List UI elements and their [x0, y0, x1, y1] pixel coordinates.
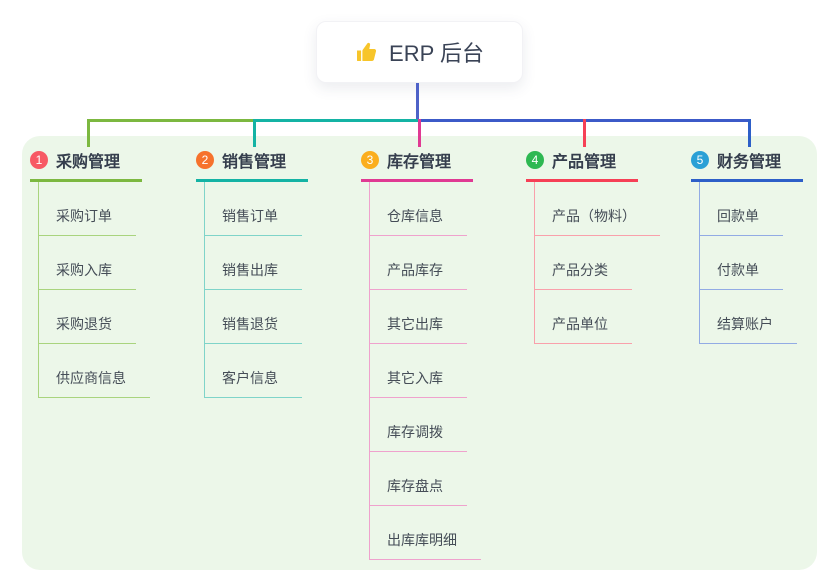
bus-line-mid	[254, 119, 418, 122]
branch-title: 产品管理	[552, 154, 617, 171]
branch-item-list: 回款单付款单结算账户	[699, 182, 803, 344]
branch-item[interactable]: 产品单位	[535, 290, 632, 344]
branch-number-badge: 5	[691, 151, 709, 169]
branch-drop-line-2	[253, 119, 256, 147]
branch-item[interactable]: 产品（物料）	[535, 182, 660, 236]
branch-item-list: 产品（物料）产品分类产品单位	[534, 182, 660, 344]
branch-item[interactable]: 客户信息	[205, 344, 302, 398]
branch-item-list: 采购订单采购入库采购退货供应商信息	[38, 182, 150, 398]
root-title: ERP 后台	[389, 41, 484, 66]
root-connector-line	[416, 83, 419, 122]
branch-item[interactable]: 其它出库	[370, 290, 467, 344]
branch-title: 库存管理	[387, 154, 452, 171]
branch-header[interactable]: 4 产品管理	[526, 148, 639, 182]
branch-title: 财务管理	[717, 154, 782, 171]
branch-item[interactable]: 结算账户	[700, 290, 797, 344]
branch-title: 销售管理	[222, 154, 287, 171]
branch-item[interactable]: 出库库明细	[370, 506, 481, 560]
branch-item[interactable]: 产品库存	[370, 236, 467, 290]
branch-drop-line-5	[748, 119, 751, 147]
root-node[interactable]: ERP 后台	[316, 21, 523, 83]
branch-header[interactable]: 5 财务管理	[691, 148, 804, 182]
branch-item[interactable]: 仓库信息	[370, 182, 467, 236]
branch-title: 采购管理	[56, 154, 121, 171]
branch-item[interactable]: 销售出库	[205, 236, 302, 290]
branch-3: 3 库存管理 仓库信息产品库存其它出库其它入库库存调拨库存盘点出库库明细	[361, 148, 481, 560]
branch-item-list: 仓库信息产品库存其它出库其它入库库存调拨库存盘点出库库明细	[369, 182, 481, 560]
branch-item[interactable]: 采购退货	[39, 290, 136, 344]
branch-item[interactable]: 库存盘点	[370, 452, 467, 506]
branch-number-badge: 1	[30, 151, 48, 169]
thumbs-up-icon	[355, 40, 379, 64]
branch-drop-line-3	[418, 119, 421, 147]
branch-item[interactable]: 采购入库	[39, 236, 136, 290]
branch-item[interactable]: 库存调拨	[370, 398, 467, 452]
branch-item[interactable]: 产品分类	[535, 236, 632, 290]
branch-item[interactable]: 付款单	[700, 236, 783, 290]
branch-item[interactable]: 其它入库	[370, 344, 467, 398]
branch-item[interactable]: 销售订单	[205, 182, 302, 236]
branch-4: 4 产品管理 产品（物料）产品分类产品单位	[526, 148, 660, 344]
branch-2: 2 销售管理 销售订单销售出库销售退货客户信息	[196, 148, 309, 398]
bus-line-left	[87, 119, 254, 122]
branch-1: 1 采购管理 采购订单采购入库采购退货供应商信息	[30, 148, 150, 398]
branch-item[interactable]: 供应商信息	[39, 344, 150, 398]
branch-item[interactable]: 回款单	[700, 182, 783, 236]
branch-drop-line-4	[583, 119, 586, 147]
mindmap-canvas	[22, 136, 817, 570]
branch-drop-line-1	[87, 119, 90, 147]
branch-item[interactable]: 销售退货	[205, 290, 302, 344]
branch-item-list: 销售订单销售出库销售退货客户信息	[204, 182, 308, 398]
branch-5: 5 财务管理 回款单付款单结算账户	[691, 148, 804, 344]
branch-header[interactable]: 1 采购管理	[30, 148, 143, 182]
branch-item[interactable]: 采购订单	[39, 182, 136, 236]
branch-number-badge: 2	[196, 151, 214, 169]
branch-header[interactable]: 2 销售管理	[196, 148, 309, 182]
branch-header[interactable]: 3 库存管理	[361, 148, 474, 182]
branch-number-badge: 4	[526, 151, 544, 169]
branch-number-badge: 3	[361, 151, 379, 169]
